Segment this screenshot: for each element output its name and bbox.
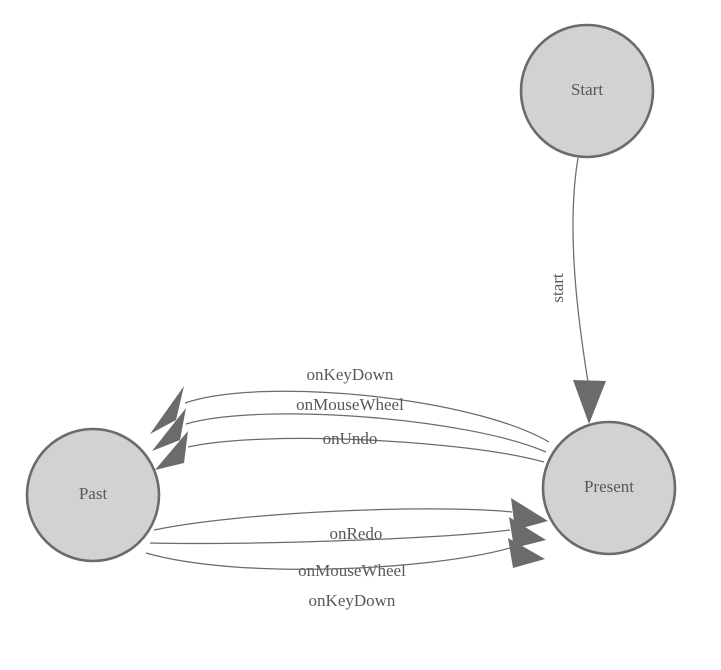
node-start[interactable]: Start (519, 23, 655, 159)
edge-past-to-present-onmousewheel-path (149, 529, 511, 545)
edge-present-to-past-onkeydown[interactable]: onKeyDown (150, 365, 550, 443)
arrowhead-past-to-present-onmousewheel (509, 517, 546, 548)
edge-past-to-present-onmousewheel[interactable]: onMouseWheel (149, 517, 546, 580)
arrowhead-present-to-past-onkeydown (150, 386, 184, 434)
edge-past-to-present-onredo-path (153, 508, 513, 531)
edge-label-present-to-past-onmousewheel: onMouseWheel (296, 395, 404, 414)
edge-present-to-past-onmousewheel[interactable]: onMouseWheel (152, 395, 547, 453)
node-past-label: Past (79, 484, 108, 503)
node-past-circle (25, 427, 161, 563)
edge-label-present-to-past-onkeydown: onKeyDown (307, 365, 394, 384)
edge-start-to-present[interactable]: start (548, 157, 606, 424)
node-present-circle (541, 420, 677, 556)
edge-start-to-present-path (572, 157, 589, 383)
edge-label-start: start (548, 273, 567, 303)
arrowhead-start-to-present (573, 380, 606, 424)
edge-present-to-past-onmousewheel-path (185, 413, 547, 453)
edge-past-to-present-onredo[interactable]: onRedo (153, 498, 548, 543)
edge-past-to-present-onkeydown-path (145, 547, 511, 570)
edge-label-past-to-present-onredo: onRedo (330, 524, 383, 543)
edge-label-past-to-present-onmousewheel: onMouseWheel (298, 561, 406, 580)
edge-present-to-past-onundo-path (187, 437, 545, 463)
arrowhead-present-to-past-onundo (155, 431, 188, 470)
edge-present-to-past-onundo[interactable]: onUndo (155, 429, 545, 470)
node-present-label: Present (584, 477, 634, 496)
node-past[interactable]: Past (25, 427, 161, 563)
edge-past-to-present-onkeydown[interactable]: onKeyDown (145, 538, 545, 610)
edge-label-present-to-past-onundo: onUndo (323, 429, 378, 448)
arrowhead-past-to-present-onkeydown (508, 538, 545, 568)
edge-label-past-to-present-onkeydown: onKeyDown (309, 591, 396, 610)
arrowhead-present-to-past-onmousewheel (152, 408, 186, 451)
edge-present-to-past-onkeydown-path (184, 390, 550, 443)
arrowhead-past-to-present-onredo (511, 498, 548, 530)
node-present[interactable]: Present (541, 420, 677, 556)
node-start-label: Start (571, 80, 603, 99)
node-start-circle (519, 23, 655, 159)
